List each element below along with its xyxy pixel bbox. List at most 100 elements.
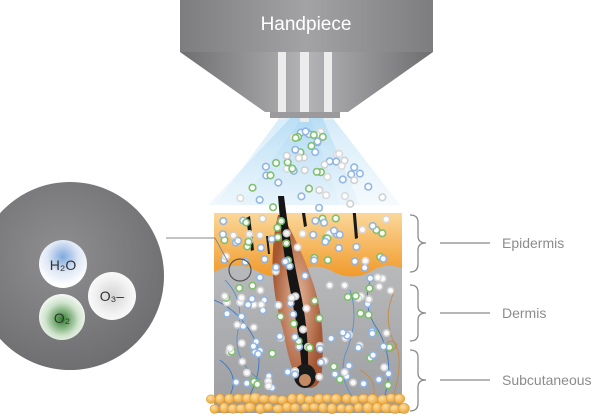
molecule-dot xyxy=(237,312,246,321)
molecule-dot xyxy=(315,314,324,323)
molecule-dot xyxy=(264,381,273,391)
magnified-spot xyxy=(228,258,252,282)
molecule-dot xyxy=(297,192,306,201)
molecule-dot xyxy=(220,292,229,301)
molecule-dot xyxy=(282,151,291,160)
molecule-dot xyxy=(272,158,281,168)
molecule-dot xyxy=(302,304,311,313)
molecule-dot xyxy=(379,254,388,263)
molecule-dot xyxy=(237,293,246,302)
svg-text:O₃–: O₃– xyxy=(100,288,125,304)
molecule-particles xyxy=(218,127,395,392)
fat-cell xyxy=(326,403,338,414)
molecule-dot xyxy=(338,175,347,184)
molecule-dot xyxy=(350,257,359,266)
molecule-dot xyxy=(256,243,266,252)
molecule-dot xyxy=(258,214,267,223)
molecule-dot xyxy=(310,256,319,265)
nerve xyxy=(384,340,398,352)
molecule-dot xyxy=(335,149,344,158)
molecule-dot xyxy=(274,178,283,187)
molecule-o2: O₂ xyxy=(39,294,85,340)
molecule-dot xyxy=(298,325,308,334)
molecule-dot xyxy=(281,257,290,266)
molecule-dot xyxy=(274,301,283,310)
fat-cell xyxy=(209,404,220,414)
molecule-dot xyxy=(323,172,332,181)
fat-cell xyxy=(398,402,410,414)
fat-cell xyxy=(206,394,216,404)
molecule-dot xyxy=(237,339,246,348)
subcutaneous-fat xyxy=(206,392,410,415)
molecule-dot xyxy=(350,163,359,172)
molecule-dot xyxy=(288,164,297,173)
molecule-dot xyxy=(301,127,310,136)
molecule-dot xyxy=(315,203,324,212)
molecule-o3: O₃– xyxy=(88,272,136,320)
molecule-dot xyxy=(313,137,322,146)
fat-cell xyxy=(344,404,355,414)
fat-cell xyxy=(393,393,406,404)
molecule-dot xyxy=(244,237,253,246)
molecule-dot xyxy=(290,333,300,342)
molecule-dot xyxy=(275,332,284,341)
label-subcutaneous: Subcutaneous xyxy=(502,372,592,388)
molecule-dot xyxy=(350,176,359,185)
molecule-dot xyxy=(356,309,365,318)
molecule-dot xyxy=(331,214,340,223)
molecule-dot xyxy=(277,217,286,226)
molecule-dot xyxy=(340,192,350,201)
fat-cell xyxy=(258,394,271,404)
svg-text:O₂: O₂ xyxy=(54,310,70,326)
molecule-dot xyxy=(340,281,349,290)
fat-cell xyxy=(300,402,311,412)
fat-cell xyxy=(330,393,342,404)
fat-cell xyxy=(255,403,266,415)
molecule-dot xyxy=(335,230,344,239)
molecule-dot xyxy=(287,293,296,303)
molecule-dot xyxy=(380,363,389,372)
molecule-dot xyxy=(242,368,251,377)
molecule-dot xyxy=(255,195,264,204)
molecule-dot xyxy=(384,369,393,378)
molecule-dot xyxy=(291,145,300,154)
molecule-dot xyxy=(289,310,298,319)
molecule-dot xyxy=(229,231,238,240)
fat-cell xyxy=(290,403,301,413)
molecule-dot xyxy=(318,132,327,141)
molecule-dot xyxy=(364,295,374,304)
molecule-dot xyxy=(320,218,329,227)
molecule-dot xyxy=(282,239,291,248)
molecule-dot xyxy=(242,218,251,227)
molecule-dot xyxy=(283,367,292,377)
molecule-dot xyxy=(255,231,265,240)
molecule-dot xyxy=(309,130,318,140)
molecule-dot xyxy=(291,133,300,143)
fat-cell xyxy=(308,402,320,412)
fat-cell xyxy=(244,402,256,413)
molecule-dot xyxy=(218,230,227,239)
molecule-dot xyxy=(304,184,314,193)
molecule-dot xyxy=(311,148,320,157)
molecule-dot xyxy=(233,236,243,245)
molecule-dot xyxy=(322,191,331,200)
fat-cell xyxy=(353,402,364,413)
molecule-dot xyxy=(247,294,257,304)
molecule-dot xyxy=(320,160,329,169)
molecule-dot xyxy=(330,370,340,379)
molecule-dot xyxy=(379,342,388,351)
molecule-dot xyxy=(243,300,253,309)
molecule-dot xyxy=(298,229,307,238)
molecule-dot xyxy=(316,344,325,354)
molecule-dot xyxy=(325,281,334,290)
molecule-dot xyxy=(358,225,367,234)
label-dermis: Dermis xyxy=(502,305,546,321)
molecule-dot xyxy=(310,296,319,306)
fat-cell xyxy=(224,393,235,404)
fat-cell xyxy=(372,402,382,414)
fat-cell xyxy=(295,393,306,405)
molecule-dot xyxy=(374,375,383,384)
molecule-dot xyxy=(271,263,281,272)
molecule-dot xyxy=(346,199,355,208)
